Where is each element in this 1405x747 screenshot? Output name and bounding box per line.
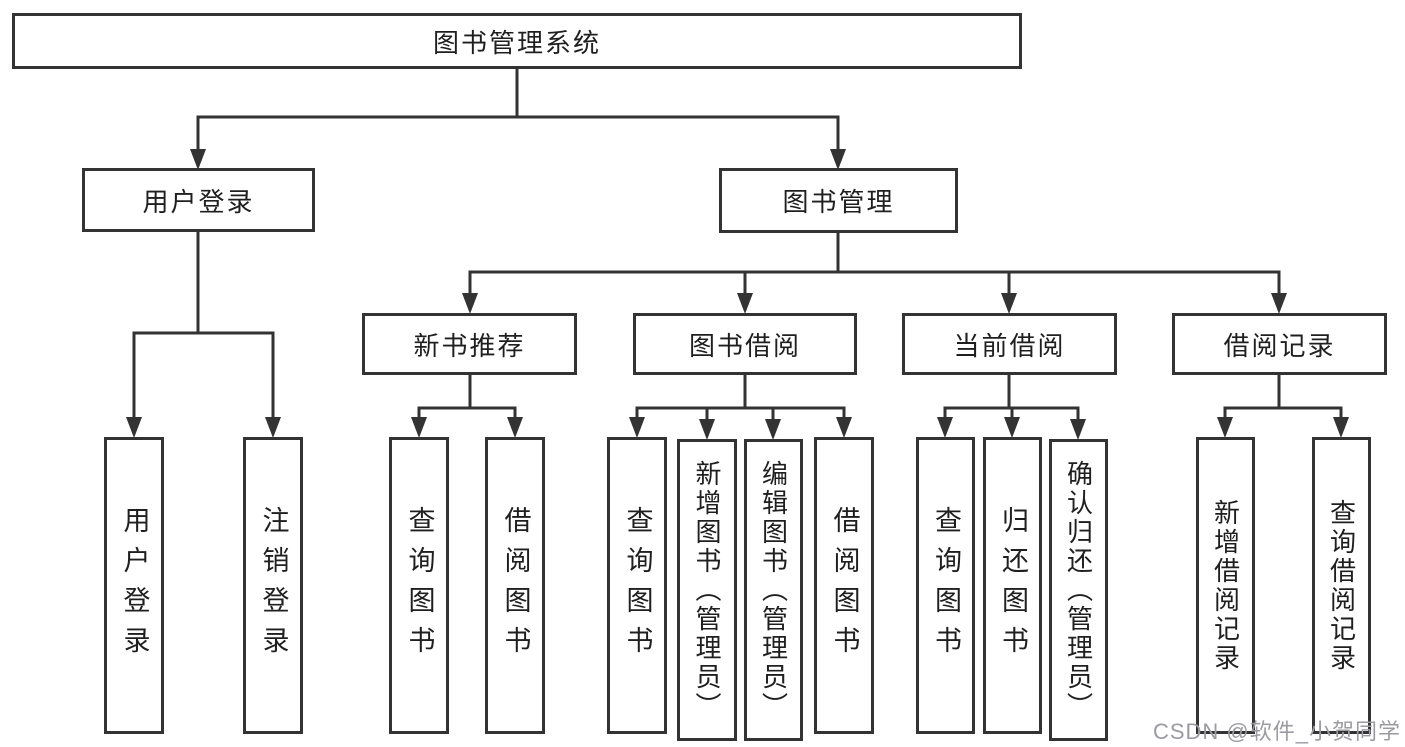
leaf-br-add-borrow-record-label: 新增借阅记录 bbox=[1210, 498, 1241, 673]
leaf-br-query-borrow-record: 查询借阅记录 bbox=[1312, 437, 1371, 734]
leaf-br-query-borrow-record-label: 查询借阅记录 bbox=[1326, 498, 1357, 673]
node-root-system: 图书管理系统 bbox=[12, 13, 1022, 69]
leaf-logout-login: 注销登录 bbox=[243, 437, 303, 734]
connector-user-login-children bbox=[126, 232, 281, 438]
leaf-nb-borrow-books: 借阅图书 bbox=[485, 437, 545, 734]
leaf-user-login-label: 用户登录 bbox=[119, 505, 150, 666]
csdn-watermark: CSDN @软件_小贺同学 bbox=[1152, 719, 1401, 744]
leaf-bb-query-books: 查询图书 bbox=[607, 437, 667, 734]
leaf-cb-confirm-return-admin-label: 确认归还（管理员） bbox=[1063, 459, 1094, 721]
leaf-bb-borrow-books-label: 借阅图书 bbox=[829, 505, 860, 666]
node-new-book-recommendation: 新书推荐 bbox=[362, 313, 577, 375]
node-borrowing-records: 借阅记录 bbox=[1172, 313, 1387, 375]
leaf-cb-return-books: 归还图书 bbox=[983, 437, 1042, 734]
leaf-cb-confirm-return-admin: 确认归还（管理员） bbox=[1049, 439, 1108, 741]
node-book-borrowing: 图书借阅 bbox=[633, 313, 857, 375]
leaf-cb-return-books-label: 归还图书 bbox=[998, 505, 1028, 666]
leaf-user-login: 用户登录 bbox=[104, 437, 164, 734]
leaf-bb-edit-books-admin: 编辑图书（管理员） bbox=[744, 439, 803, 741]
leaf-bb-edit-books-admin-label: 编辑图书（管理员） bbox=[758, 459, 789, 721]
connector-book-mgmt-children bbox=[462, 233, 1287, 314]
leaf-nb-query-books-label: 查询图书 bbox=[404, 505, 435, 666]
leaf-bb-borrow-books: 借阅图书 bbox=[814, 437, 874, 734]
leaf-bb-query-books-label: 查询图书 bbox=[622, 505, 653, 666]
node-user-login: 用户登录 bbox=[82, 168, 315, 232]
connector-new-books-children bbox=[411, 375, 523, 438]
leaf-bb-add-books-admin: 新增图书（管理员） bbox=[677, 439, 737, 741]
leaf-cb-query-books-label: 查询图书 bbox=[931, 505, 961, 666]
connector-borrow-records-children bbox=[1217, 375, 1349, 438]
leaf-nb-query-books: 查询图书 bbox=[389, 437, 449, 734]
node-book-management: 图书管理 bbox=[719, 168, 958, 233]
leaf-nb-borrow-books-label: 借阅图书 bbox=[500, 505, 531, 666]
leaf-br-add-borrow-record: 新增借阅记录 bbox=[1196, 437, 1255, 734]
node-current-borrowing: 当前借阅 bbox=[902, 313, 1117, 375]
connector-book-borrow-children bbox=[629, 375, 852, 440]
leaf-logout-login-label: 注销登录 bbox=[258, 505, 289, 666]
leaf-cb-query-books: 查询图书 bbox=[916, 437, 975, 734]
connector-current-borrow-children bbox=[937, 375, 1086, 440]
connector-root-branches bbox=[190, 68, 846, 170]
leaf-bb-add-books-admin-label: 新增图书（管理员） bbox=[692, 459, 722, 721]
